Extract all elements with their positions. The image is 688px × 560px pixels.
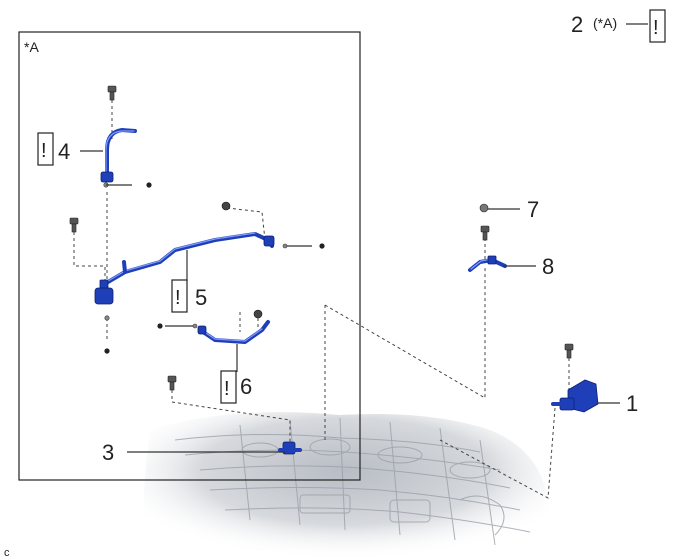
part-1-actuator bbox=[551, 379, 599, 413]
caution-icon: ! bbox=[37, 132, 54, 166]
figure-code: c bbox=[4, 547, 10, 559]
inset-frame bbox=[18, 31, 361, 481]
bolt-icon bbox=[107, 85, 117, 101]
part-6-hose bbox=[165, 320, 270, 344]
caution-icon: ! bbox=[649, 9, 666, 43]
nut-icon bbox=[221, 201, 231, 211]
bolt-icons bbox=[69, 85, 574, 391]
bolt-icon bbox=[69, 217, 79, 233]
bolt-icon bbox=[564, 343, 574, 359]
callout-4: 4 bbox=[58, 139, 70, 164]
part-3-bracket bbox=[278, 441, 302, 455]
callout-8: 8 bbox=[542, 254, 554, 279]
caution-icon: ! bbox=[171, 279, 188, 313]
svg-text:!: ! bbox=[653, 17, 659, 39]
part-8-bracket bbox=[468, 255, 507, 272]
engine-illustration bbox=[143, 412, 549, 560]
callout-7: 7 bbox=[527, 197, 539, 222]
nut-icon bbox=[253, 309, 263, 319]
caution-icon: ! bbox=[220, 370, 237, 404]
callout-2: 2 bbox=[571, 12, 583, 37]
leader-lines bbox=[80, 23, 648, 453]
svg-text:!: ! bbox=[224, 378, 230, 400]
part-4-hose bbox=[100, 128, 152, 188]
bolt-icon bbox=[167, 375, 177, 391]
callout-3: 3 bbox=[102, 440, 114, 465]
callout-2-note: (*A) bbox=[593, 15, 617, 31]
callout-1: 1 bbox=[626, 391, 638, 416]
part-left-actuator bbox=[94, 279, 114, 321]
nut-icon bbox=[479, 203, 489, 213]
inset-label: *A bbox=[24, 39, 39, 55]
callout-5: 5 bbox=[195, 285, 207, 310]
callout-6: 6 bbox=[240, 374, 252, 399]
nut-icon bbox=[146, 182, 152, 188]
svg-text:!: ! bbox=[175, 287, 181, 309]
svg-text:!: ! bbox=[41, 140, 47, 162]
part-5-pipe bbox=[106, 232, 312, 284]
bolt-icon bbox=[480, 225, 490, 241]
